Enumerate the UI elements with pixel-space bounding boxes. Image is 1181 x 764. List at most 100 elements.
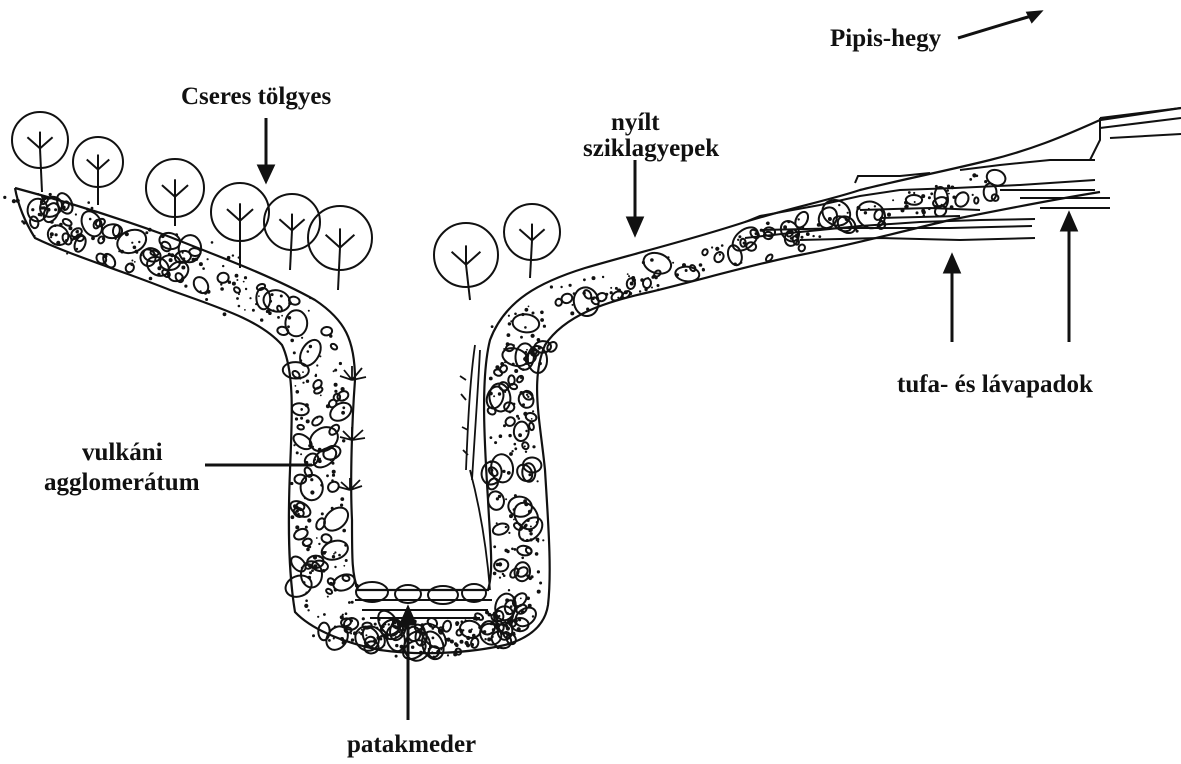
grain	[923, 214, 925, 216]
grain	[762, 230, 765, 233]
grain	[50, 236, 52, 238]
grain	[341, 411, 345, 415]
grain	[293, 444, 295, 446]
grain	[340, 504, 343, 507]
grain	[527, 396, 529, 398]
grain	[755, 232, 758, 235]
grain	[945, 197, 948, 200]
grain	[514, 619, 518, 623]
grain	[304, 604, 308, 608]
grain	[181, 266, 185, 270]
grain	[510, 320, 512, 322]
grain	[538, 347, 541, 350]
grain	[402, 650, 405, 653]
grain	[617, 297, 619, 299]
grain	[922, 210, 926, 214]
grain	[322, 569, 326, 573]
grain	[498, 392, 501, 395]
grain	[269, 300, 272, 303]
grain	[505, 598, 509, 602]
arrow-pipis-hegy	[958, 15, 1035, 38]
grain	[489, 377, 493, 381]
grain	[583, 278, 586, 281]
grain	[522, 403, 525, 406]
grain	[532, 312, 535, 315]
grain	[514, 548, 517, 551]
oak-tree	[211, 183, 269, 268]
grain	[355, 584, 359, 588]
grain	[471, 628, 473, 630]
grain	[644, 288, 647, 291]
pebble	[512, 313, 540, 334]
grain	[54, 224, 57, 227]
grain	[238, 305, 241, 308]
grain	[319, 355, 321, 357]
grain	[323, 613, 326, 616]
grain	[316, 364, 318, 366]
grain	[49, 193, 52, 196]
grain	[610, 287, 612, 289]
grain	[535, 552, 539, 556]
grain	[517, 627, 521, 631]
grain	[667, 256, 669, 258]
grain	[528, 510, 532, 514]
grain	[738, 235, 741, 238]
grain	[220, 287, 224, 291]
grain	[315, 374, 317, 376]
grain	[16, 199, 20, 203]
grain	[314, 459, 316, 461]
grain	[192, 258, 196, 262]
grain	[617, 289, 621, 293]
grain	[266, 310, 269, 313]
grain	[442, 642, 444, 644]
grain	[676, 273, 679, 276]
grain	[419, 651, 422, 654]
grain	[465, 619, 467, 621]
grain	[343, 399, 345, 401]
grain	[699, 263, 703, 267]
grain	[524, 502, 528, 506]
grain	[503, 348, 505, 350]
grain	[310, 490, 314, 494]
grain	[149, 277, 153, 281]
grain	[639, 290, 641, 292]
grain	[582, 291, 585, 294]
grain	[828, 217, 832, 221]
grain	[318, 459, 322, 463]
grain	[685, 269, 688, 272]
grain	[425, 633, 428, 636]
grain	[737, 239, 739, 241]
pebble	[484, 384, 507, 411]
grain	[236, 279, 238, 281]
grain	[326, 404, 330, 408]
grain	[650, 258, 654, 262]
grain	[520, 391, 524, 395]
grain	[520, 377, 522, 379]
grain	[342, 641, 346, 645]
grain	[522, 538, 524, 540]
grain	[68, 226, 72, 230]
grain	[87, 201, 90, 204]
label-vulkani-line2: agglomerátum	[44, 469, 200, 496]
grain	[41, 196, 43, 198]
grain	[935, 185, 938, 188]
grain	[334, 390, 337, 393]
grain	[657, 289, 660, 292]
grain	[484, 638, 486, 640]
grain	[592, 276, 596, 280]
grain	[334, 566, 336, 568]
grain	[802, 227, 804, 229]
grain	[539, 582, 542, 585]
grain	[536, 521, 538, 523]
grain	[380, 635, 383, 638]
grain	[205, 298, 208, 301]
grain	[629, 292, 632, 295]
grain	[530, 538, 533, 541]
grain	[342, 529, 346, 533]
grain	[327, 588, 329, 590]
grain	[207, 290, 211, 294]
grain	[308, 310, 310, 312]
pebble	[793, 210, 811, 230]
grain	[374, 623, 377, 626]
